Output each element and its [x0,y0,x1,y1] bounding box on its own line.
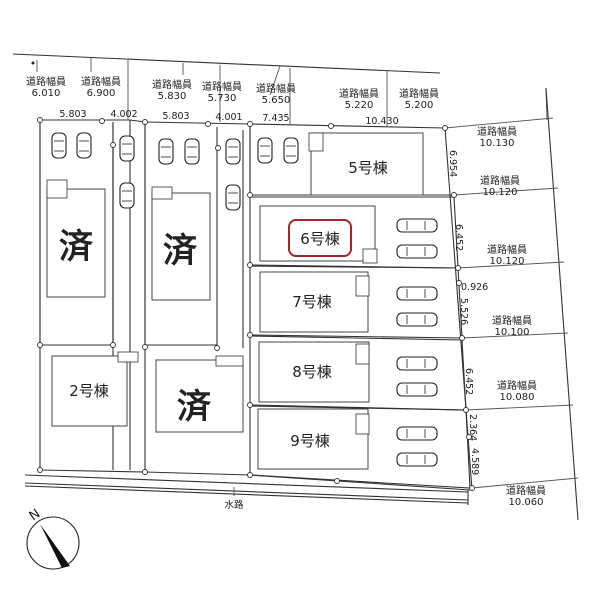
lot-5[interactable]: 5号棟 [249,124,454,196]
lot-9[interactable]: 9号棟 [249,405,471,489]
road-width-value: 6.010 [32,88,61,99]
road-width-label: 道路幅員 [492,314,532,327]
frontage-dim: 2.364 [467,414,478,441]
stair-icon [355,343,370,365]
road-width-value: 6.900 [87,88,116,99]
frontage-dim: 6.954 [447,150,458,177]
frontage-dim: 6.452 [453,224,464,251]
frontage-dim: 4.001 [215,112,242,123]
frontage-dim: 0.926 [461,282,488,293]
sold-marker: 済 [177,387,212,427]
frontage-dim: 5.526 [458,298,469,325]
road-width-label: 道路幅員 [81,75,121,88]
sold-marker: 済 [163,231,198,271]
stair-icon [355,413,370,435]
lot-3[interactable]: 済 [144,122,218,346]
lot-2[interactable]: 2号棟 [51,355,128,427]
road-width-label: 道路幅員 [152,78,192,91]
frontage-dim: 7.435 [262,113,289,124]
stair-icon [308,132,324,152]
lot-label: 6号棟 [300,230,340,248]
road-width-label: 道路幅員 [256,82,296,95]
frontage-dim: 6.452 [463,368,474,395]
stair-icon [362,248,378,264]
road-width-value: 10.060 [509,497,544,508]
road-width-label: 道路幅員 [506,484,546,497]
frontage-dim: 4.589 [469,448,480,475]
top-road-widths: 道路幅員 6.010 道路幅員 6.900 道路幅員 5.830 道路幅員 5.… [26,75,439,111]
road-width-value: 10.100 [495,327,530,338]
lot-label: 2号棟 [69,382,109,400]
stair-icon [215,355,244,367]
frontage-dim: 4.002 [110,109,137,120]
lot-label: 9号棟 [290,432,330,450]
road-width-value: 5.730 [208,93,237,104]
top-frontages: 5.803 4.002 5.803 4.001 7.435 10.430 [59,109,398,127]
road-width-value: 5.650 [262,95,291,106]
right-road-width-ticks [444,117,579,489]
frontage-dim: 10.430 [365,116,398,127]
stair-icon [46,179,68,199]
stair-icon [117,351,139,363]
bottom-lot-line [39,469,471,491]
lot-label: 5号棟 [348,159,388,177]
stair-icon [355,275,370,297]
boundary-points [37,117,475,491]
road-width-value: 10.080 [500,392,535,403]
frontage-dim: 5.803 [59,109,86,120]
road-width-value: 5.830 [158,91,187,102]
road-width-ticks [36,58,548,126]
road-width-label: 道路幅員 [480,174,520,187]
road-width-label: 道路幅員 [339,87,379,100]
highlight-frame [288,219,352,257]
top-road-edge [12,53,441,74]
road-width-value: 10.120 [483,187,518,198]
right-road-edge [545,87,579,521]
road-width-value: 5.220 [345,100,374,111]
north-arrow-icon: N [26,506,80,570]
road-width-label: 道路幅員 [487,243,527,256]
lot-label: 8号棟 [292,363,332,381]
road-width-value: 10.120 [490,256,525,267]
road-width-value: 10.130 [480,138,515,149]
lot-7[interactable]: 7号棟 [249,265,463,339]
lot-label: 7号棟 [292,293,332,311]
road-width-label: 道路幅員 [477,125,517,138]
road-width-label: 道路幅員 [497,379,537,392]
road-width-label: 道路幅員 [202,80,242,93]
lot-4[interactable]: 済 [155,359,244,433]
waterway: 水路 [24,474,469,511]
lot-1[interactable]: 済 [39,120,114,346]
road-width-label: 道路幅員 [399,87,439,100]
parking-cars [51,132,438,467]
frontage-dim: 5.803 [162,111,189,122]
waterway-label: 水路 [224,499,244,511]
sold-marker: 済 [59,227,94,267]
stair-icon [151,186,173,200]
road-width-label: 道路幅員 [26,75,66,88]
road-width-value: 5.200 [405,100,434,111]
right-road-widths: 道路幅員 10.130 道路幅員 10.120 道路幅員 10.120 道路幅員… [477,125,546,508]
right-frontages: 6.954 6.452 0.926 5.526 6.452 2.364 4.58… [447,150,488,475]
